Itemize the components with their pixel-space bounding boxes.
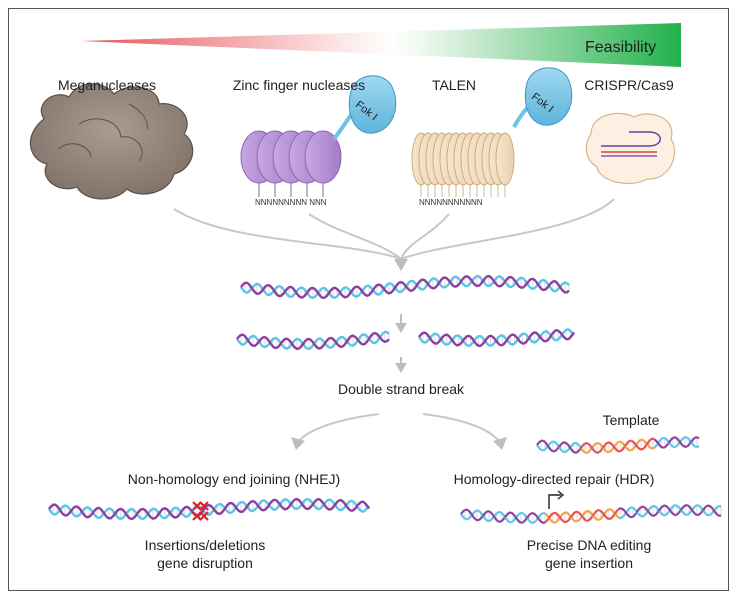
figure-frame: Feasibility Meganucleases Zinc finger nu… — [8, 8, 729, 591]
meganuclease-illustration — [29, 83, 194, 200]
dna-cut-left — [236, 330, 390, 351]
arrow-down-1 — [394, 259, 408, 271]
crispr-label: CRISPR/Cas9 — [584, 77, 674, 93]
split-arrows — [298, 413, 500, 442]
zfn-sequence: NNNNNNNNN NNN — [255, 198, 327, 207]
nhej-outcome-line2: gene disruption — [157, 555, 253, 571]
hdr-title: Homology-directed repair (HDR) — [453, 471, 655, 487]
template-dna — [536, 435, 700, 455]
hdr-outcome: Precise DNA editing gene insertion — [527, 536, 652, 572]
zinc-finger-illustration — [240, 75, 397, 197]
hdr-outcome-line2: gene insertion — [545, 555, 633, 571]
indel-mark — [192, 501, 209, 521]
diagram-canvas — [29, 23, 722, 525]
template-label: Template — [602, 412, 660, 428]
talen-fok-domain — [512, 67, 573, 128]
arrow-down-3 — [395, 363, 407, 373]
dna-intact — [240, 274, 570, 300]
nhej-dna — [48, 497, 370, 521]
talen-illustration — [411, 132, 515, 197]
double-strand-break-label: Double strand break — [337, 381, 465, 397]
dna-cut-right — [418, 328, 575, 348]
nhej-outcome-line1: Insertions/deletions — [144, 537, 266, 553]
talen-label: TALEN — [431, 77, 477, 93]
zinc-finger-label: Zinc finger nucleases — [232, 77, 366, 93]
crispr-cas9-illustration — [585, 112, 676, 185]
nhej-title: Non-homology end joining (NHEJ) — [127, 471, 341, 487]
meganucleases-label: Meganucleases — [57, 77, 157, 93]
feasibility-gradient-wedge — [81, 23, 681, 67]
nhej-outcome: Insertions/deletions gene disruption — [145, 536, 266, 572]
arrow-down-2 — [395, 323, 407, 333]
feasibility-label: Feasibility — [585, 39, 657, 56]
talen-sequence: NNNNNNNNNNN — [419, 198, 483, 207]
gene-insertion-arrow — [548, 490, 565, 509]
converging-arrows — [173, 198, 615, 260]
hdr-outcome-line1: Precise DNA editing — [526, 537, 652, 553]
hdr-dna — [460, 503, 722, 525]
